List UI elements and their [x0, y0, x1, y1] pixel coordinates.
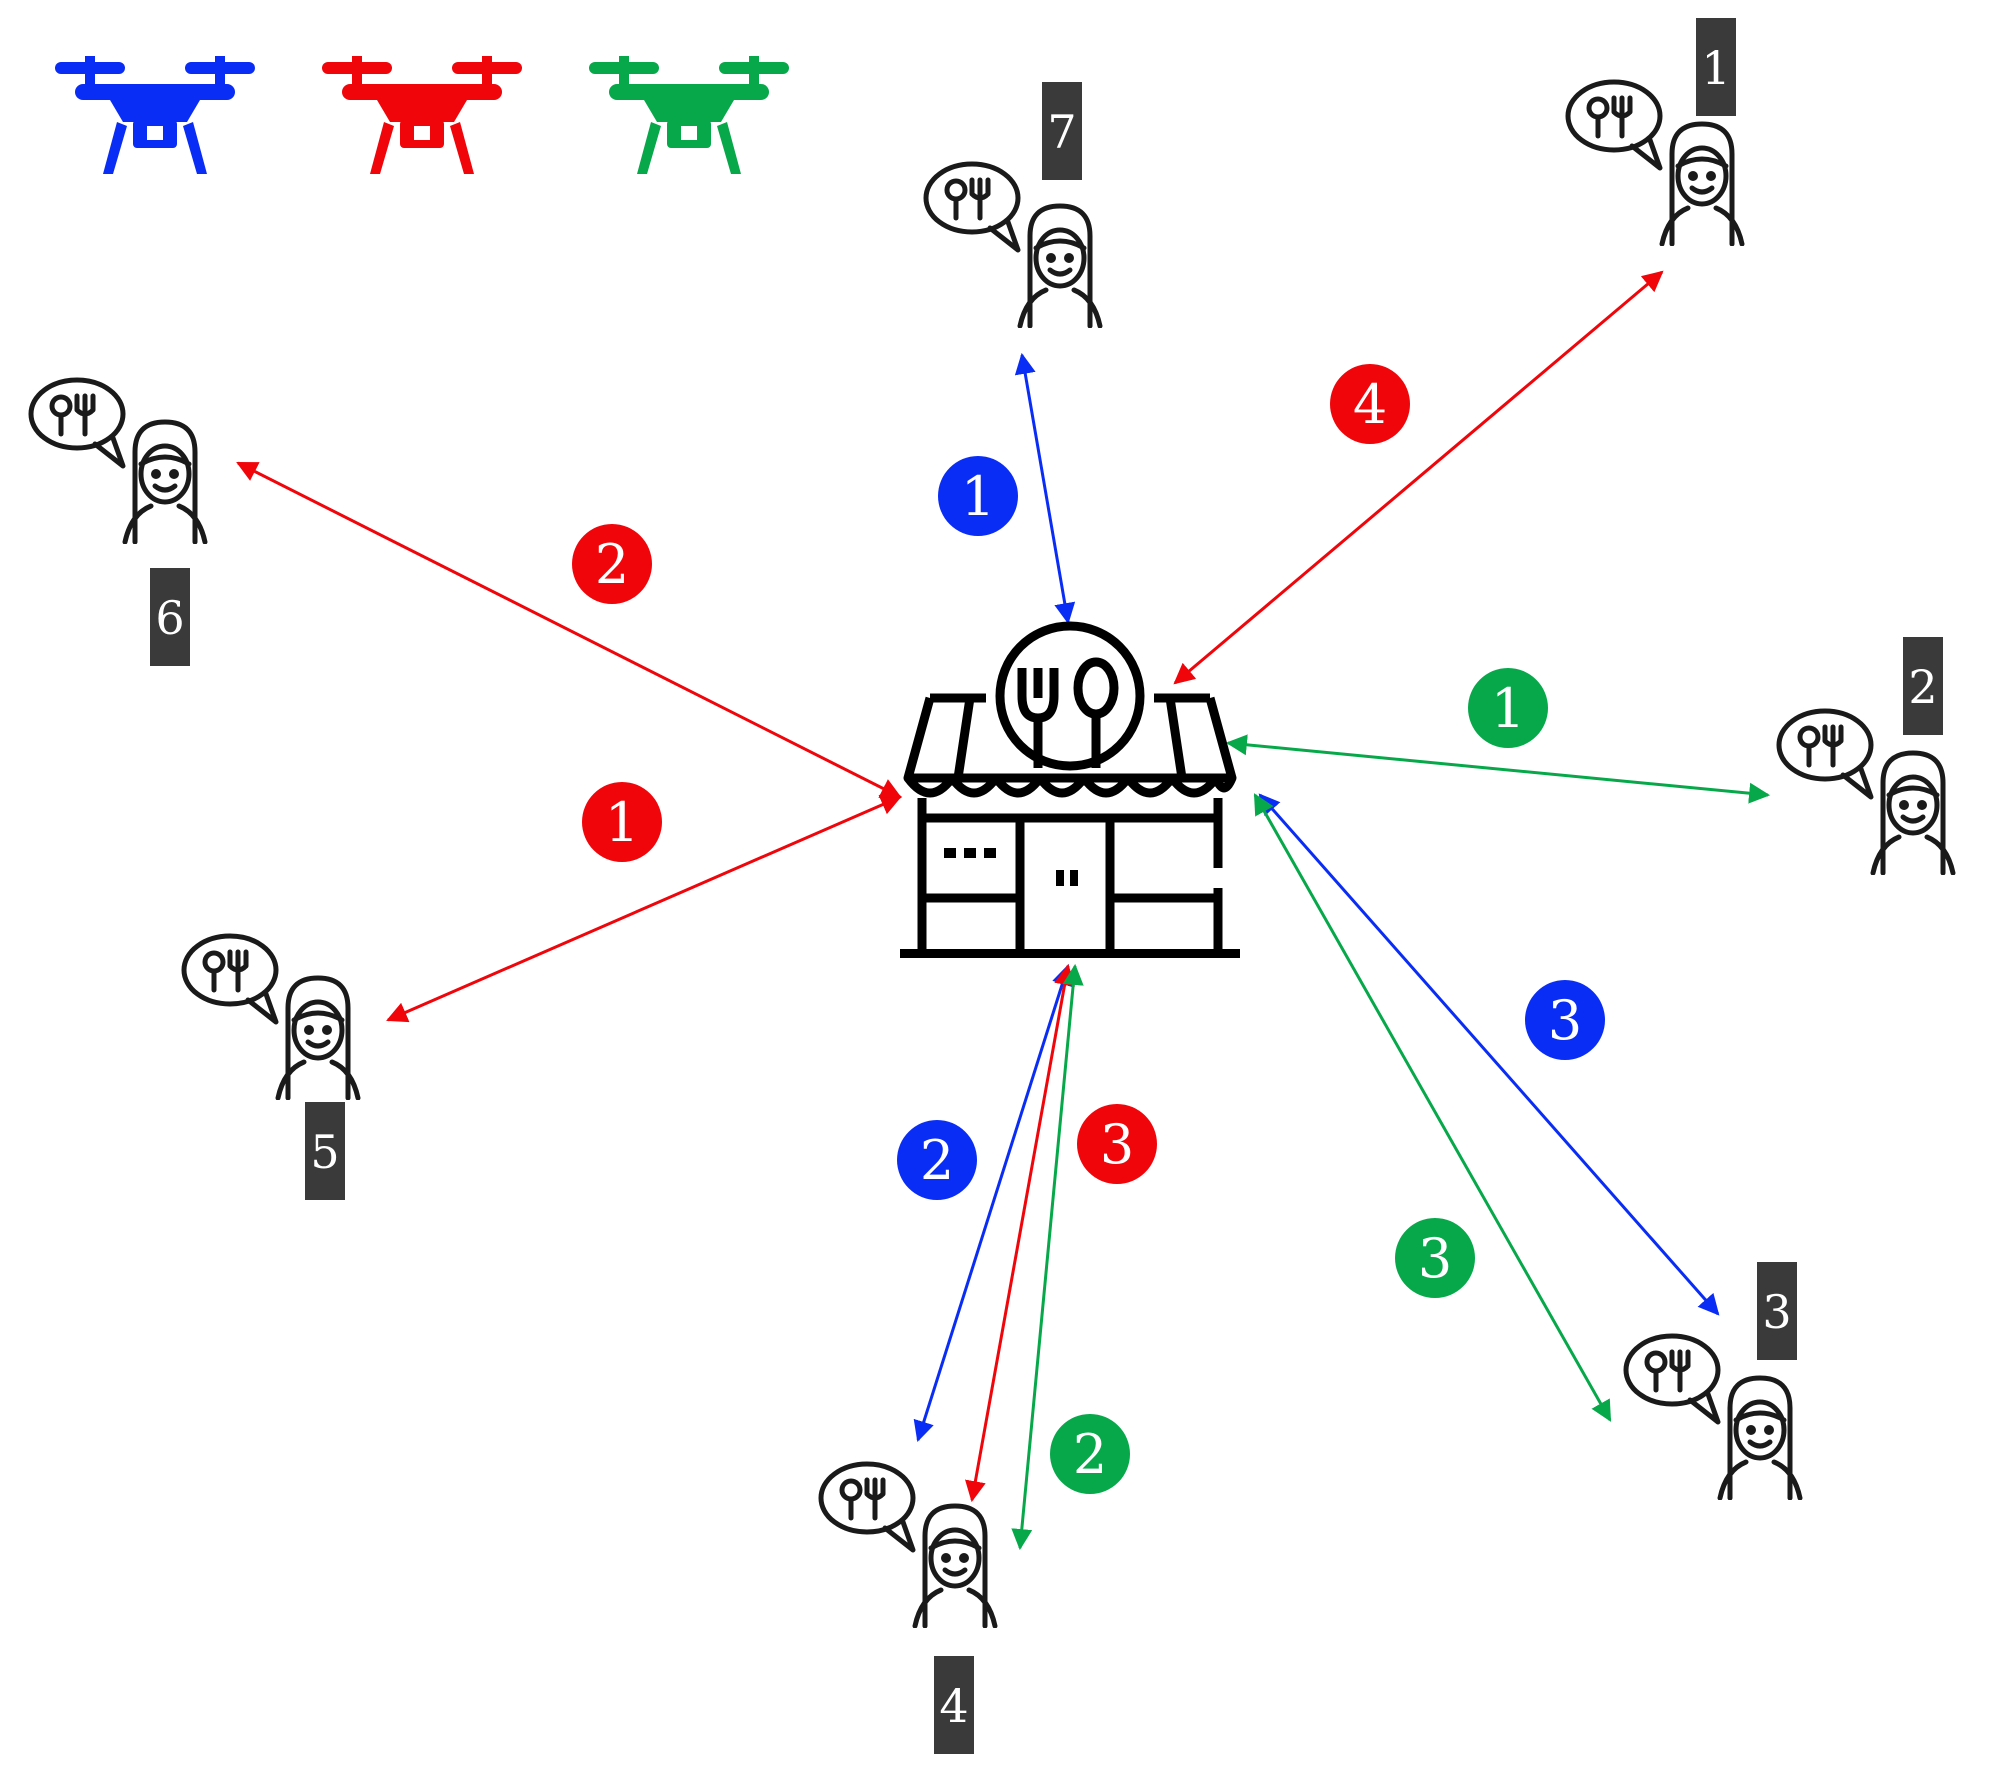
routes [236, 270, 1771, 1551]
customer-icon-6 [31, 380, 205, 542]
route-order-badges: 1 2 3 1 2 3 4 1 [572, 364, 1605, 1494]
badge-blue-1: 1 [938, 456, 1018, 536]
drone-icon-green [589, 56, 789, 174]
customer-tag-6: 6 [150, 568, 190, 666]
route-red-to-customer-4 [965, 963, 1075, 1503]
customer-tag-1: 1 [1696, 18, 1736, 116]
badge-blue-2-label: 2 [920, 1129, 954, 1192]
customer-icon-7 [926, 164, 1100, 326]
route-green-to-customer-2 [1225, 734, 1771, 804]
customer-tag-5: 5 [305, 1102, 345, 1200]
customer-tag-2: 2 [1903, 637, 1943, 735]
route-blue-to-customer-3 [1258, 793, 1720, 1316]
drone-icon-red [322, 56, 522, 174]
route-red-to-customer-6 [236, 461, 902, 799]
restaurant-storefront-icon [900, 626, 1240, 954]
customer-tag-7-label: 7 [1047, 105, 1076, 159]
route-red-to-customer-5 [386, 794, 902, 1023]
badge-green-1: 1 [1468, 668, 1548, 748]
drone-legend [55, 56, 789, 174]
badge-blue-3: 3 [1525, 980, 1605, 1060]
badge-red-4-label: 4 [1353, 373, 1387, 436]
route-green-to-customer-3 [1253, 793, 1612, 1422]
badge-red-2: 2 [572, 524, 652, 604]
badge-red-3-label: 3 [1100, 1113, 1134, 1176]
customer-tag-6-label: 6 [155, 591, 184, 645]
route-blue-to-customer-4 [913, 963, 1073, 1443]
badge-blue-1-label: 1 [961, 465, 995, 528]
customer-tags: 1 2 3 4 5 6 7 [150, 18, 1943, 1754]
route-blue-to-customer-7 [1014, 352, 1076, 625]
badge-red-2-label: 2 [595, 533, 629, 596]
customer-tag-3-label: 3 [1762, 1285, 1791, 1339]
badge-blue-2: 2 [897, 1120, 977, 1200]
customer-tag-5-label: 5 [310, 1125, 339, 1179]
customer-icon-2 [1779, 711, 1953, 873]
badge-red-1: 1 [582, 782, 662, 862]
drone-icon-blue [55, 56, 255, 174]
badge-green-3: 3 [1395, 1218, 1475, 1298]
route-green-to-customer-4 [1011, 963, 1084, 1551]
customer-icon-5 [184, 936, 358, 1098]
route-red-to-customer-1 [1173, 270, 1664, 685]
badge-green-2-label: 2 [1073, 1423, 1107, 1486]
badge-green-1-label: 1 [1491, 677, 1525, 740]
badge-blue-3-label: 3 [1548, 989, 1582, 1052]
badge-red-3: 3 [1077, 1104, 1157, 1184]
customer-tag-7: 7 [1042, 82, 1082, 180]
customer-tag-4: 4 [934, 1656, 974, 1754]
customer-tag-3: 3 [1757, 1262, 1797, 1360]
customer-tag-4-label: 4 [939, 1679, 968, 1733]
customer-tag-2-label: 2 [1908, 660, 1937, 714]
customer-tag-1-label: 1 [1701, 41, 1730, 95]
badge-green-2: 2 [1050, 1414, 1130, 1494]
badge-green-3-label: 3 [1418, 1227, 1452, 1290]
customer-icon-3 [1626, 1336, 1800, 1498]
badge-red-4: 4 [1330, 364, 1410, 444]
badge-red-1-label: 1 [605, 791, 639, 854]
customer-icon-4 [821, 1464, 995, 1626]
